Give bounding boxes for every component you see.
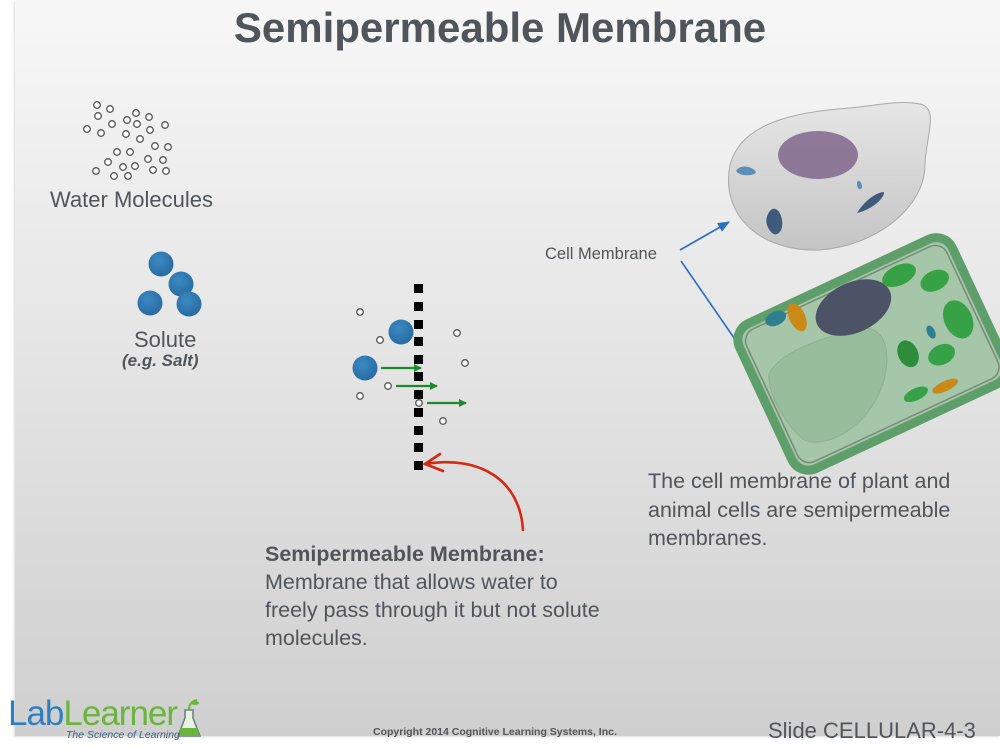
solute-molecules-cluster: [137, 251, 202, 317]
animal-nucleus: [778, 131, 858, 179]
semipermeable-membrane: [414, 284, 423, 470]
solute-label: Solute: [134, 327, 197, 352]
water-molecules-label: Water Molecules: [50, 187, 214, 212]
logo-tagline: The Science of Learning: [66, 729, 180, 741]
logo-learner-text: Learner: [63, 694, 178, 733]
water-molecule: [356, 308, 469, 425]
plant-cell: [733, 233, 1000, 475]
lablearner-logo: LabLearner The Science of Learning: [8, 694, 202, 741]
definition-text: Membrane that allows water to freely pas…: [265, 570, 600, 650]
solute-molecule: [352, 319, 414, 381]
cell-membrane-note: The cell membrane of plant and animal ce…: [648, 469, 951, 550]
solute-example-label: (e.g. Salt): [122, 351, 199, 370]
membrane-pointer-arrow: [422, 452, 525, 532]
water-molecules-cluster: [83, 101, 172, 180]
definition-block: Semipermeable Membrane: Membrane that al…: [265, 540, 605, 652]
definition-title: Semipermeable Membrane:: [265, 542, 545, 566]
logo-lab-text: Lab: [8, 694, 64, 733]
flask-icon: [176, 699, 202, 737]
cell-membrane-label: Cell Membrane: [545, 245, 657, 263]
slide-number: Slide CELLULAR-4-3: [768, 718, 976, 743]
animal-cell: [728, 102, 931, 251]
copyright-text: Copyright 2014 Cognitive Learning System…: [373, 726, 617, 738]
water-flow-arrows: [381, 364, 467, 407]
plant-nucleus: [815, 279, 892, 336]
slide-title: Semipermeable Membrane: [233, 4, 767, 51]
